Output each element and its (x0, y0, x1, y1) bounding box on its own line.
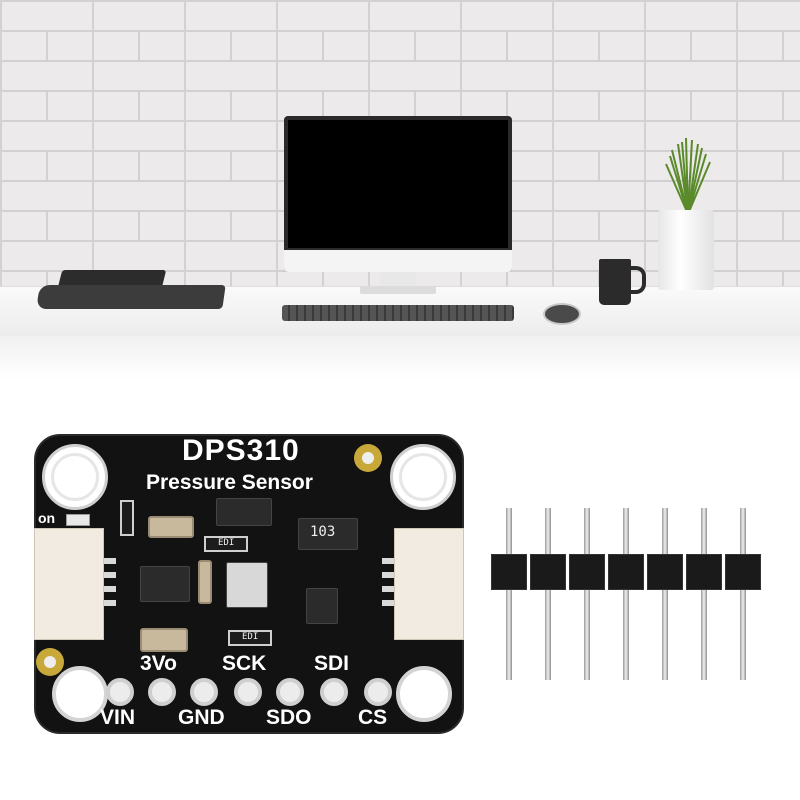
pin-hole (320, 678, 348, 706)
folder (36, 285, 226, 309)
capacitor (148, 516, 194, 538)
pin-label-sck: SCK (222, 652, 267, 675)
gold-pad (354, 444, 382, 472)
monitor-stand (380, 272, 416, 288)
resistor-array (298, 518, 358, 550)
led (66, 514, 90, 526)
resistor (228, 630, 272, 646)
resistor (204, 536, 248, 552)
resistor-marking: EDI (242, 632, 259, 642)
chip (216, 498, 272, 526)
board-title: DPS310 (182, 434, 300, 467)
pin-hole (364, 678, 392, 706)
monitor-screen (288, 120, 508, 248)
header-block (530, 554, 566, 590)
stemma-connector-left (34, 528, 104, 640)
regulator-chip (140, 566, 190, 602)
header-pin (701, 508, 707, 680)
pin-label-gnd: GND (178, 706, 225, 729)
plant-icon (665, 138, 711, 214)
resistor (120, 500, 134, 536)
pin-header-strip (490, 508, 761, 680)
header-pin (506, 508, 512, 680)
monitor (284, 116, 512, 272)
header-pin (623, 508, 629, 680)
pin-hole (148, 678, 176, 706)
resistor-marking: EDI (218, 538, 235, 548)
keyboard (282, 305, 514, 321)
desk-front (0, 336, 800, 380)
header-pin (740, 508, 746, 680)
pin-hole (276, 678, 304, 706)
header-block (608, 554, 644, 590)
pin-label-sdi: SDI (314, 652, 350, 675)
stemma-connector-right (394, 528, 464, 640)
pin-label-vin: VIN (100, 706, 136, 729)
mug (599, 259, 631, 305)
board-subtitle: Pressure Sensor (146, 471, 313, 494)
pressure-sensor-chip (226, 562, 268, 608)
header-block (569, 554, 605, 590)
header-pin (545, 508, 551, 680)
plant-pot (658, 210, 714, 290)
mug-handle (628, 266, 646, 294)
mounting-hole (42, 444, 108, 510)
gold-pad (36, 648, 64, 676)
header-block (686, 554, 722, 590)
chip (306, 588, 338, 624)
pin-label-cs: CS (358, 706, 388, 729)
monitor-chin (284, 250, 512, 272)
header-block (491, 554, 527, 590)
led-label: on (38, 510, 56, 526)
mounting-hole (390, 444, 456, 510)
header-block (725, 554, 761, 590)
pin-hole (190, 678, 218, 706)
desk-scene (0, 0, 800, 380)
pin-label-sdo: SDO (266, 706, 312, 729)
pin-label-3vo: 3Vo (140, 652, 177, 675)
pin-hole (234, 678, 262, 706)
mounting-hole (396, 666, 452, 722)
capacitor (140, 628, 188, 652)
chip-code: 103 (310, 524, 336, 540)
header-block (647, 554, 683, 590)
monitor-base (360, 286, 436, 294)
header-pin (662, 508, 668, 680)
capacitor (198, 560, 212, 604)
header-pin (584, 508, 590, 680)
mouse (543, 303, 581, 325)
pin-hole (106, 678, 134, 706)
